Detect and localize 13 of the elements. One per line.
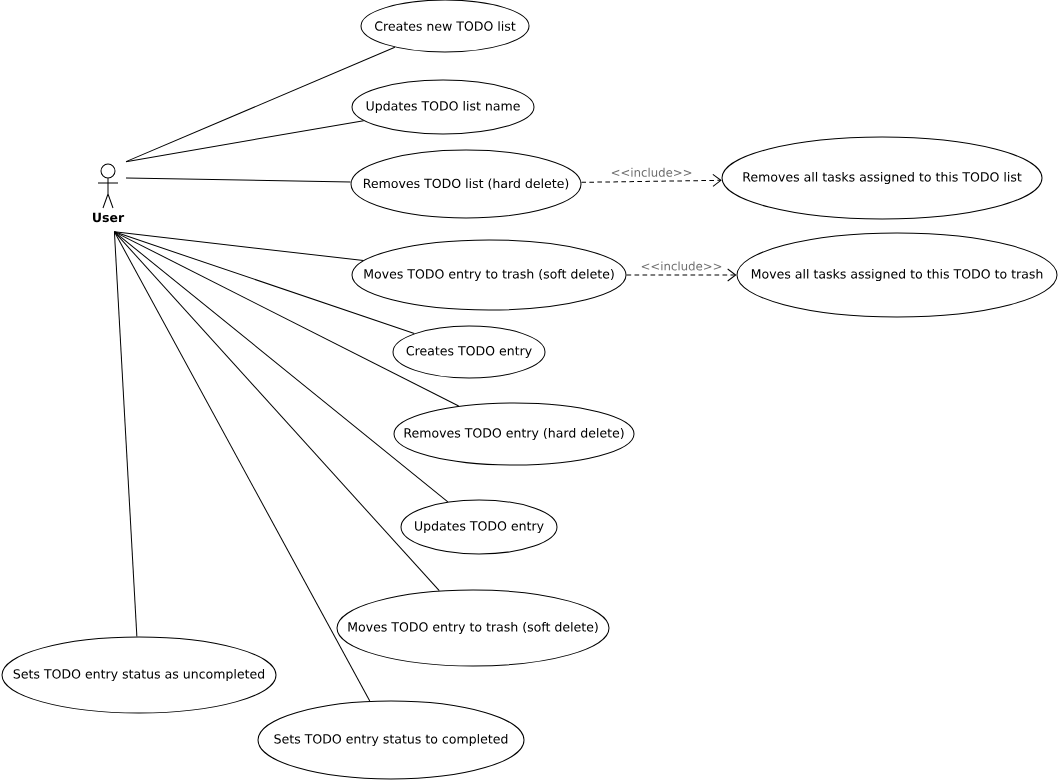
actor: User <box>93 163 125 223</box>
line <box>125 120 365 163</box>
dashed-arrow <box>580 173 722 187</box>
edge-label: <<include>> <box>610 167 694 178</box>
line <box>113 231 364 262</box>
line <box>113 231 440 592</box>
line <box>113 231 138 637</box>
line <box>113 231 371 702</box>
line <box>125 46 396 163</box>
edge-label: <<include>> <box>639 260 724 272</box>
dashed-arrow <box>626 268 737 282</box>
line <box>113 231 460 407</box>
line <box>125 177 352 183</box>
